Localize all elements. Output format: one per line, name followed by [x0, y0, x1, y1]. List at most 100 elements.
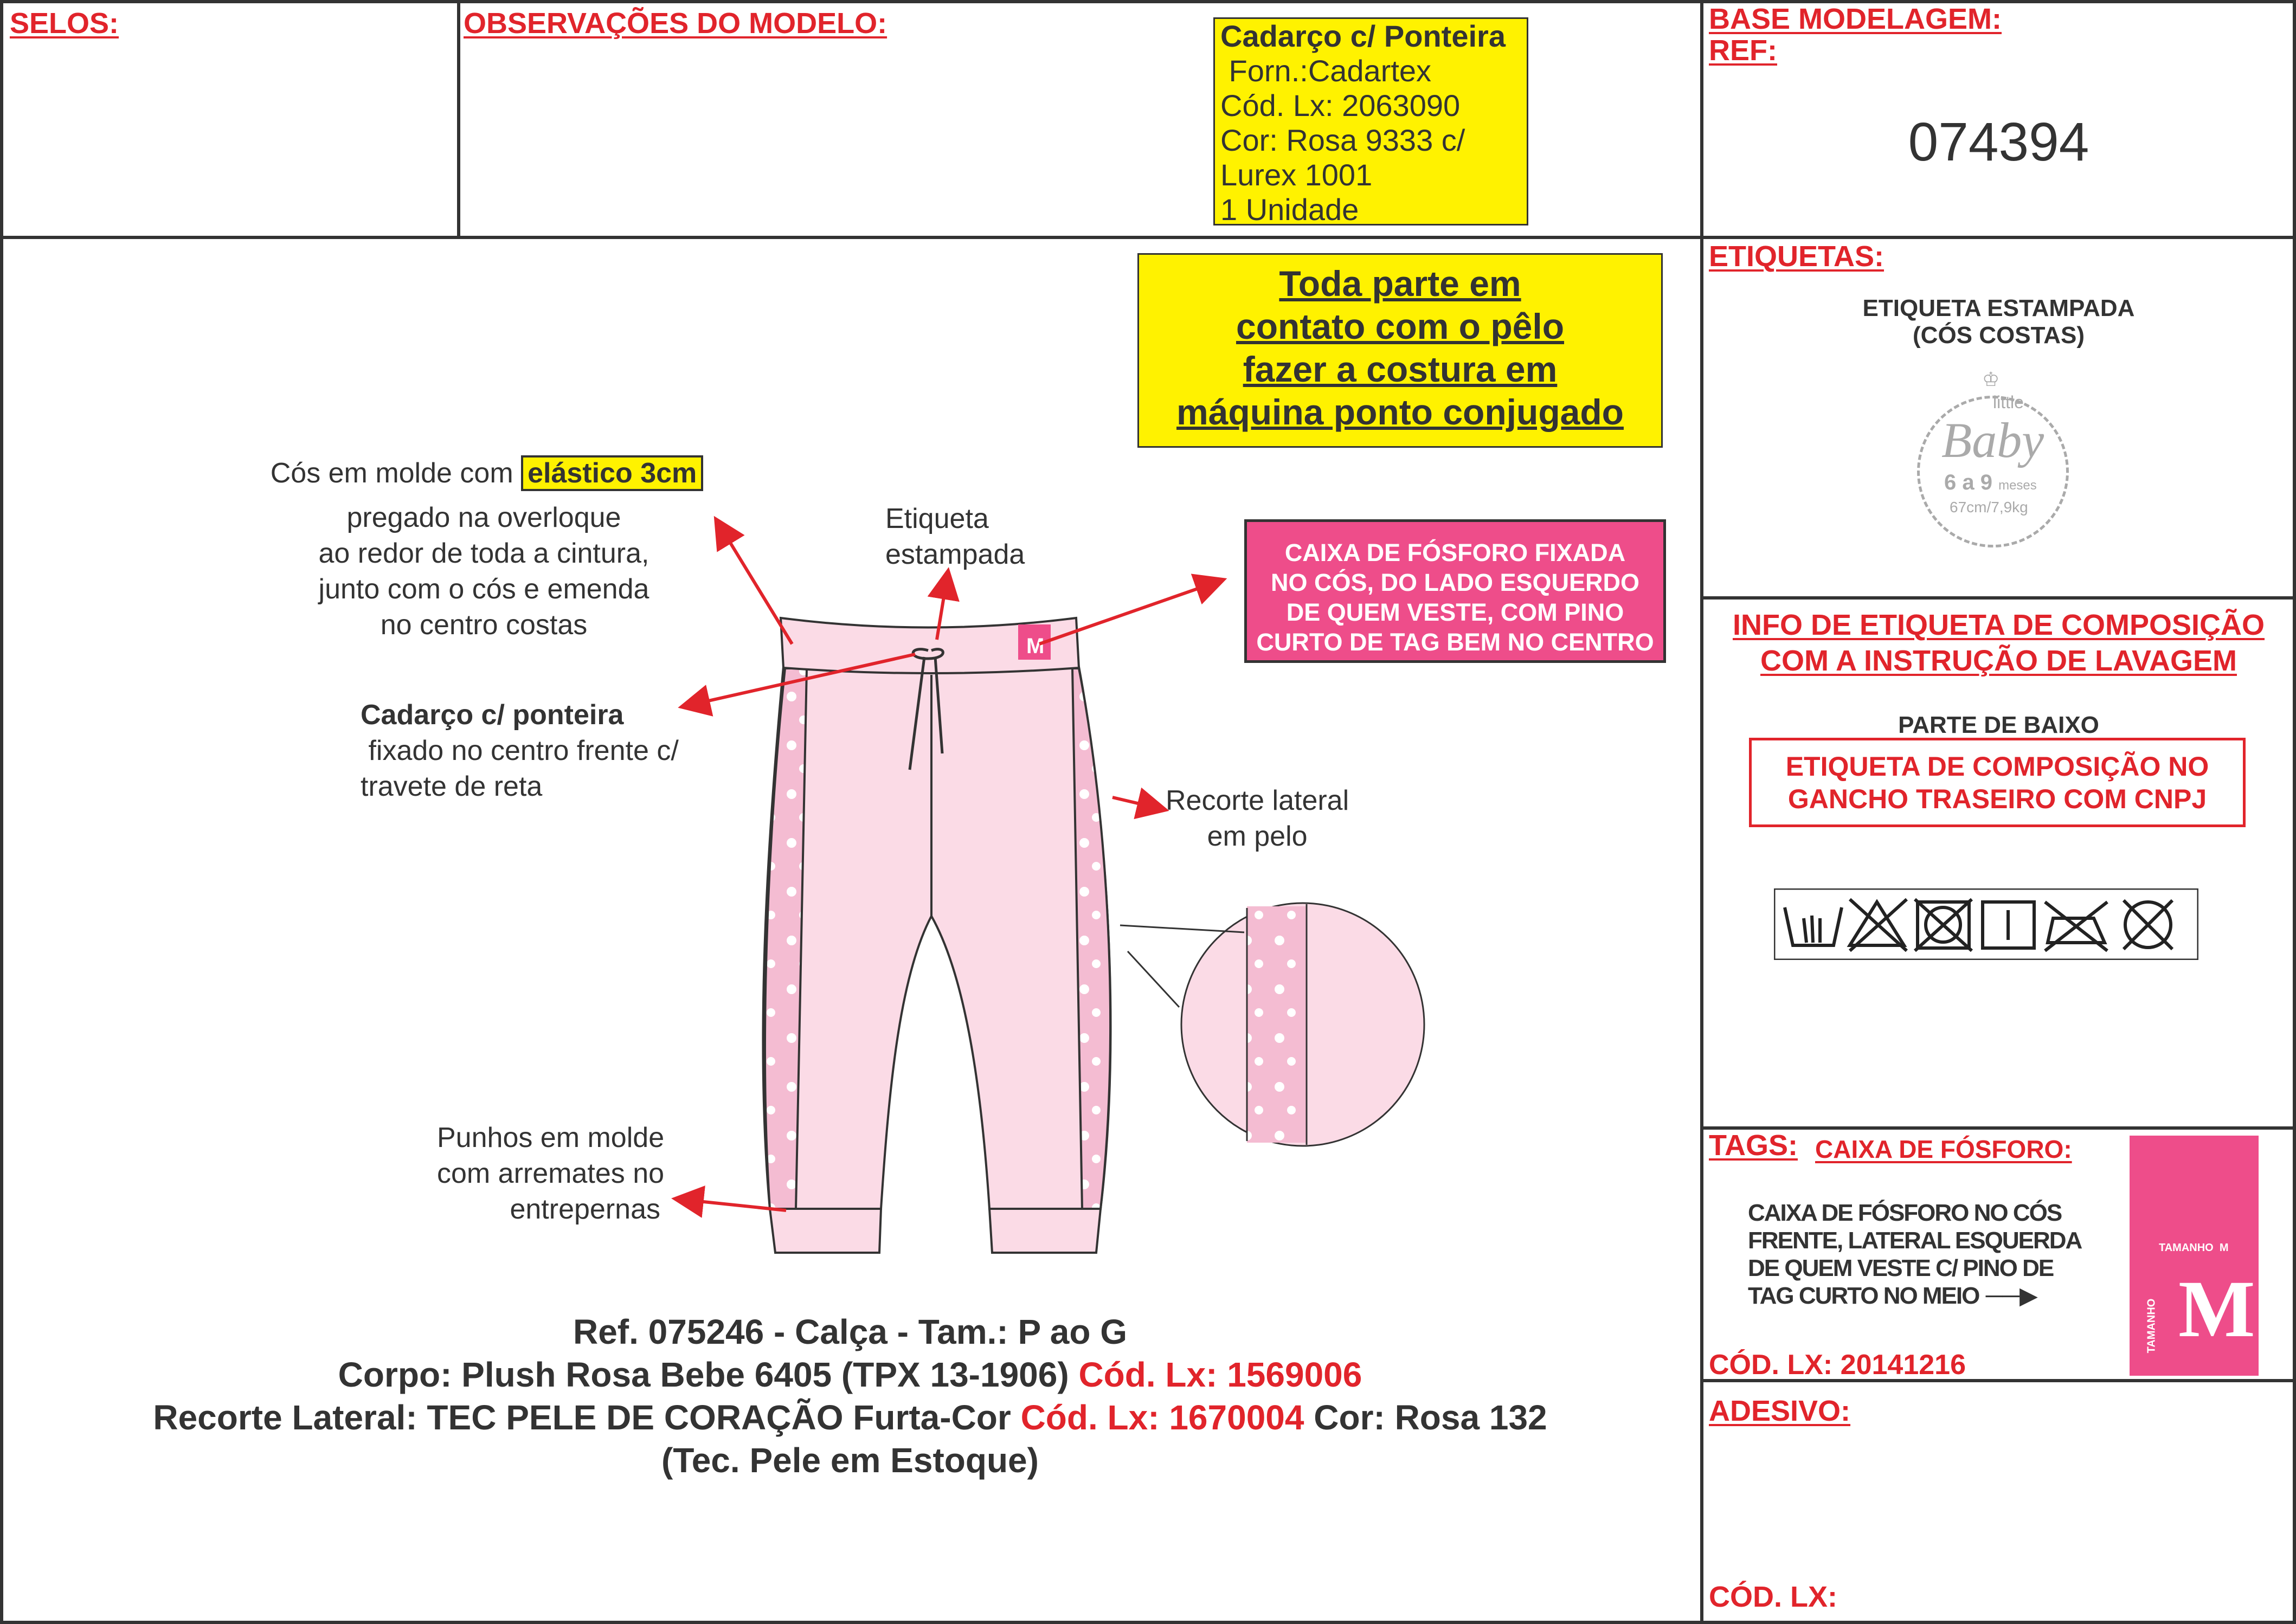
logo-dashed-circle [1917, 396, 2069, 547]
border-top [0, 0, 2296, 3]
tags-line: CAIXA DE FÓSFORO NO CÓS [1748, 1200, 2062, 1226]
no-iron-icon [2044, 900, 2108, 952]
side-panel-right [1071, 667, 1112, 1210]
cadarco-box-line: Lurex 1001 [1220, 158, 1373, 192]
callout-arrows [671, 515, 1227, 1218]
side-panel-left [764, 667, 808, 1210]
border-right [2293, 0, 2296, 1624]
recorte-line: em pelo [1207, 821, 1308, 852]
cadarco-title: Cadarço c/ ponteira [361, 699, 624, 731]
cos-line: no centro costas [380, 609, 588, 641]
divider-selos [457, 0, 460, 237]
divider-header [0, 236, 2296, 239]
spec-side-color: Cor: Rosa 132 [1304, 1398, 1547, 1437]
border-left [0, 0, 3, 1624]
divider-info [1701, 1126, 2296, 1130]
caixa-fosforo-note: CAIXA DE FÓSFORO FIXADA NO CÓS, DO LADO … [1244, 519, 1666, 663]
recorte-annotation: Recorte lateral em pelo [1166, 783, 1349, 854]
ref-value: 074394 [1908, 112, 2089, 172]
product-spec: Ref. 075246 - Calça - Tam.: P ao G Corpo… [0, 1311, 1700, 1482]
etiquetas-label: ETIQUETAS: [1709, 240, 1884, 273]
logo-age-row: 6 a 9 meses [1944, 471, 2037, 498]
logo-meses: meses [1998, 478, 2037, 493]
logo-age: 6 a 9 [1944, 471, 1992, 494]
spec-side: Recorte Lateral: TEC PELE DE CORAÇÃO Fur… [153, 1398, 1021, 1437]
cadarco-line: fixado no centro frente c/ [361, 735, 679, 766]
composicao-title: INFO DE ETIQUETA DE COMPOSIÇÃO COM A INS… [1701, 607, 2296, 679]
tags-label: TAGS: [1709, 1129, 1798, 1162]
spec-body: Corpo: Plush Rosa Bebe 6405 (TPX 13-1906… [338, 1355, 1079, 1394]
cuff-right [988, 1208, 1102, 1254]
cadarco-box-line: 1 Unidade [1220, 192, 1359, 227]
tags-code: CÓD. LX: 20141216 [1709, 1349, 1966, 1381]
pants [762, 616, 1112, 1254]
observacoes-label: OBSERVAÇÕES DO MODELO: [464, 7, 887, 40]
etiqueta-title-line: ETIQUETA ESTAMPADA [1862, 295, 2135, 321]
cos-line: pregado na overloque [346, 502, 621, 533]
note-line: NO CÓS, DO LADO ESQUERDO [1270, 569, 1640, 596]
notice-line: fazer a costura em [1243, 349, 1558, 389]
spec-side-code: Cód. Lx: 1670004 [1020, 1398, 1304, 1437]
tags-instructions: CAIXA DE FÓSFORO NO CÓS FRENTE, LATERAL … [1748, 1199, 2082, 1310]
logo-baby: Baby [1941, 413, 2044, 468]
hand-wash-icon [1783, 907, 1843, 947]
tag-size-letter: M [2178, 1264, 2255, 1354]
cadarco-box-line: Cód. Lx: 2063090 [1220, 88, 1461, 123]
cos-line: junto com o cós e emenda [318, 573, 649, 605]
note-line: CAIXA DE FÓSFORO FIXADA [1284, 539, 1626, 566]
cos-annotation: Cós em molde com elástico 3cm [248, 455, 725, 491]
composicao-title-line: COM A INSTRUÇÃO DE LAVAGEM [1760, 645, 2237, 677]
spec-ref: Ref. 075246 - Calça - Tam.: P ao G [573, 1312, 1128, 1351]
line-dry-icon [1981, 900, 2036, 950]
tag-size-vertical: TAMANHO [2145, 1298, 2158, 1354]
etiqueta-title-line: (CÓS COSTAS) [1913, 322, 2085, 349]
divider-etiquetas [1701, 596, 2296, 600]
punhos-annotation: Punhos em molde com arremates no entrepe… [437, 1120, 693, 1227]
selos-label: SELOS: [10, 7, 119, 40]
fabric-detail-zoom [1120, 902, 1425, 1147]
tags-line: DE QUEM VESTE C/ PINO DE [1748, 1255, 2054, 1281]
waistband [779, 616, 1081, 674]
spec-body-code: Cód. Lx: 1569006 [1078, 1355, 1362, 1394]
elastic-highlight: elástico 3cm [521, 455, 704, 491]
parte-de-baixo: PARTE DE BAIXO [1898, 712, 2099, 738]
logo-size: 67cm/7,9kg [1950, 499, 2028, 515]
crown-icon: ♔ [1982, 369, 2000, 390]
cuff-left [768, 1208, 883, 1254]
cos-annotation-rest: pregado na overloque ao redor de toda a … [255, 500, 713, 643]
composicao-box-line: GANCHO TRASEIRO COM CNPJ [1787, 784, 2207, 814]
logo-little: little [1993, 392, 2024, 412]
etiqueta-line: Etiqueta [885, 503, 989, 534]
tag-size-small: TAMANHO M [2159, 1242, 2229, 1254]
tag-image: TAMANHO M TAMANHO M [2130, 1136, 2259, 1376]
arrow-right-icon: ──▶ [1979, 1283, 2038, 1309]
cos-prefix: Cós em molde com [270, 457, 522, 489]
adesivo-code: CÓD. LX: [1709, 1581, 1837, 1613]
note-line: DE QUEM VESTE, COM PINO [1286, 598, 1624, 626]
cadarco-annotation: Cadarço c/ ponteira fixado no centro fre… [361, 697, 679, 804]
composicao-box: ETIQUETA DE COMPOSIÇÃO NO GANCHO TRASEIR… [1749, 738, 2246, 827]
composicao-box-line: ETIQUETA DE COMPOSIÇÃO NO [1785, 751, 2209, 782]
border-bottom [0, 1621, 2296, 1624]
cadarco-box-line: Cor: Rosa 9333 c/ [1220, 123, 1465, 157]
pants-body [762, 666, 1112, 1210]
punhos-line: Punhos em molde [437, 1122, 665, 1153]
cadarco-box-line: Cadarço c/ Ponteira [1220, 19, 1506, 53]
adesivo-label: ADESIVO: [1709, 1395, 1851, 1427]
care-symbols [1774, 888, 2198, 960]
notice-line: contato com o pêlo [1236, 306, 1565, 346]
cadarco-info-box: Cadarço c/ Ponteira Forn.:Cadartex Cód. … [1213, 17, 1528, 227]
etiqueta-title: ETIQUETA ESTAMPADA (CÓS COSTAS) [1701, 295, 2296, 349]
ref-label: REF: [1709, 34, 1777, 67]
cos-line: ao redor de toda a cintura, [318, 538, 649, 569]
tags-line: TAG CURTO NO MEIO [1748, 1283, 1980, 1309]
divider-right-column [1700, 0, 1703, 1624]
caixa-fosforo-label: CAIXA DE FÓSFORO: [1815, 1135, 2072, 1163]
recorte-line: Recorte lateral [1166, 785, 1349, 816]
base-modelagem-label: BASE MODELAGEM: [1709, 3, 2002, 35]
spec-stock: (Tec. Pele em Estoque) [661, 1441, 1039, 1480]
notice-line: Toda parte em [1279, 263, 1521, 304]
notice-line: máquina ponto conjugado [1176, 392, 1624, 432]
divider-tags [1701, 1379, 2296, 1382]
